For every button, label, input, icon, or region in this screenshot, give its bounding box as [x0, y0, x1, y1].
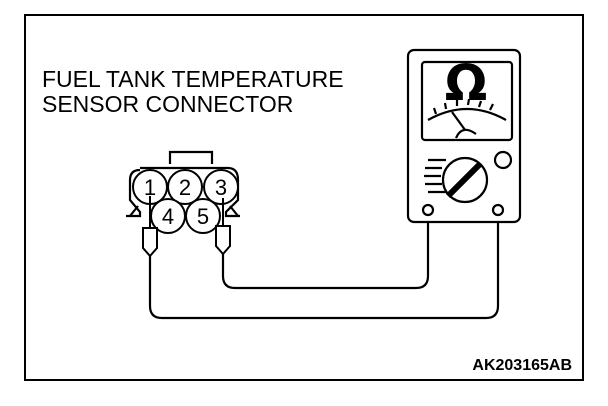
meter-range-markings — [424, 158, 446, 194]
connector-latch — [168, 150, 214, 164]
pin-5-circle — [185, 198, 221, 234]
lead-pin-3-to-meter-left — [221, 210, 430, 290]
connector-side-right — [229, 205, 239, 217]
pin-1-label: 1 — [144, 175, 156, 200]
pin-3-circle — [203, 169, 239, 205]
probe-pin-1-body — [142, 227, 158, 258]
pin-2-label: 2 — [179, 175, 191, 200]
meter-tick — [432, 107, 438, 115]
meter-tick — [466, 98, 471, 106]
pin-2-circle — [167, 169, 203, 205]
meter-adjust-knob — [493, 150, 513, 170]
figure-reference-code: AK203165AB — [472, 357, 572, 374]
meter-terminal-left — [421, 203, 435, 217]
lead-pin-1-to-meter-right — [148, 210, 500, 320]
meter-terminal-right — [491, 203, 505, 217]
meter-display — [420, 60, 514, 142]
diagram-frame — [24, 14, 584, 381]
meter-tick — [477, 100, 483, 108]
ohmmeter-icon: Ω — [445, 54, 488, 112]
connector-pin-labels: 1 2 3 4 5 — [144, 175, 227, 229]
connector-side-left — [129, 205, 139, 217]
connector-title-line-2: SENSOR CONNECTOR — [42, 91, 293, 117]
meter-needle-pivot — [454, 128, 477, 139]
test-leads — [148, 210, 500, 320]
meter-knob-pointer — [445, 161, 483, 199]
connector-title-line-1: FUEL TANK TEMPERATURE — [42, 66, 344, 92]
pin-3-label: 3 — [215, 175, 227, 200]
pin-4-label: 4 — [162, 204, 174, 229]
pin-5-label: 5 — [197, 204, 209, 229]
meter-scale-arc — [427, 107, 507, 121]
meter-tick — [489, 103, 494, 111]
meter-tick — [443, 102, 448, 110]
test-probes — [142, 196, 231, 258]
connector-pins — [132, 169, 239, 234]
probe-pin-3-body — [215, 225, 231, 256]
sensor-connector — [126, 150, 240, 218]
ohmmeter — [406, 48, 522, 224]
